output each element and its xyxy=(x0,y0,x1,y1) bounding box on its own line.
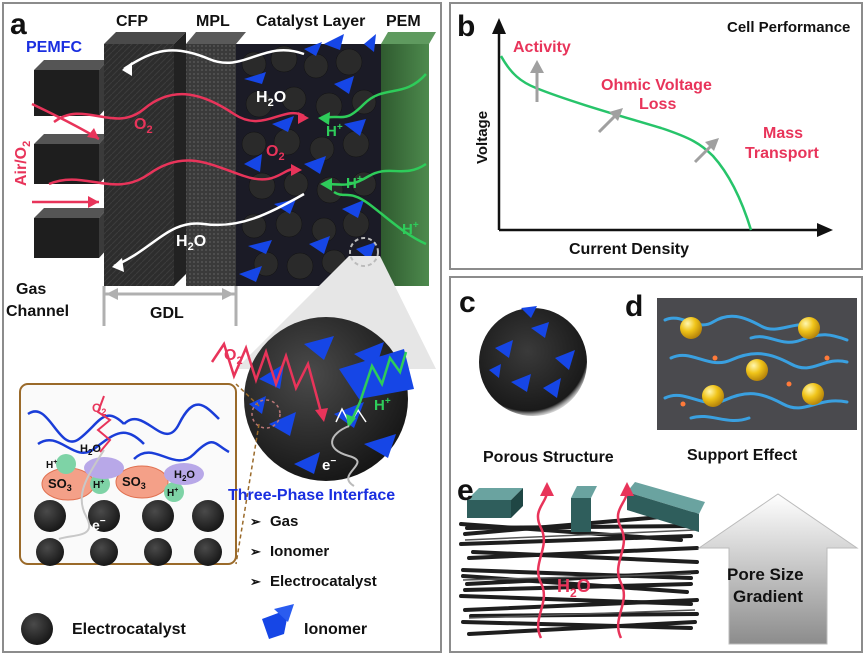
channel-ribs xyxy=(467,482,705,532)
panel-cde-figure: c Porous Structure d Support Effect xyxy=(457,286,859,645)
pem-label: PEM xyxy=(386,13,421,30)
panel-a-figure: a PEMFC CFP MPL Catalyst Layer PEM Air/O… xyxy=(6,8,436,645)
panel-b-title: Cell Performance xyxy=(727,19,850,36)
h-plus-label-3: H+ xyxy=(402,220,419,238)
catalyst-layer-label: Catalyst Layer xyxy=(256,13,365,30)
mpl-layer xyxy=(186,32,246,286)
panel-c-label: c xyxy=(459,286,476,319)
e-minus-label-inset: e− xyxy=(92,516,106,533)
ohmic-label-1: Ohmic Voltage xyxy=(601,77,712,94)
polarization-curve xyxy=(499,55,753,231)
h-plus-label-inset-1: H+ xyxy=(46,459,57,471)
panel-b: b Cell Performance Activity Ohmic Voltag… xyxy=(449,2,863,270)
so3-label-1: SO3 xyxy=(48,476,72,493)
o2-label-sphere: O2 xyxy=(224,347,243,367)
fiber-layer xyxy=(459,512,699,636)
three-phase-item-gas: Gas xyxy=(270,513,298,530)
panel-e-label: e xyxy=(457,474,474,507)
porous-structure-caption: Porous Structure xyxy=(483,449,614,466)
support-surface xyxy=(657,298,857,430)
support-effect-caption: Support Effect xyxy=(687,447,798,464)
three-phase-item-electrocatalyst: Electrocatalyst xyxy=(270,573,377,590)
panel-b-label: b xyxy=(457,10,475,43)
panel-d-label: d xyxy=(625,290,643,323)
so3-label-2: SO3 xyxy=(122,474,146,491)
h2o-label-2: H2O xyxy=(176,233,206,253)
x-axis-label: Current Density xyxy=(569,241,689,258)
three-phase-bullet-2: ➢ xyxy=(250,544,262,559)
cfp-label: CFP xyxy=(116,13,148,30)
pem-layer xyxy=(381,32,436,286)
h-plus-label-2: H+ xyxy=(346,174,363,192)
gas-channel-label-1: Gas xyxy=(16,281,46,298)
o2-label-2: O2 xyxy=(266,143,285,163)
three-phase-title: Three-Phase Interface xyxy=(228,487,395,504)
panel-a-label: a xyxy=(10,8,27,41)
svg-text:Air/O2: Air/O2 xyxy=(13,141,33,186)
gdl-bracket xyxy=(102,286,238,326)
y-axis-label: Voltage xyxy=(474,111,491,164)
pemfc-label: PEMFC xyxy=(26,39,82,56)
h2o-label-inset-2: H2O xyxy=(174,469,195,483)
pore-size-label-1: Pore Size xyxy=(727,565,804,584)
three-phase-bullet-3: ➢ xyxy=(250,574,262,589)
ohmic-label-2: Loss xyxy=(639,96,676,113)
e-minus-label-sphere: e− xyxy=(322,456,336,474)
h2o-label-1: H2O xyxy=(256,89,286,109)
gas-channel-label-2: Channel xyxy=(6,303,69,320)
pore-size-label-2: Gradient xyxy=(733,587,803,606)
air-o2-label: Air/O2 xyxy=(13,141,33,186)
h2o-label-e: H2O xyxy=(557,576,591,600)
h2o-flow-arrows xyxy=(536,487,629,639)
h-plus-label-inset-3: H+ xyxy=(167,487,178,499)
three-phase-bullet-1: ➢ xyxy=(250,514,262,529)
h2o-label-inset-1: H2O xyxy=(80,443,101,457)
mpl-label: MPL xyxy=(196,13,230,30)
o2-label-inset: O2 xyxy=(92,401,106,417)
o2-label-1: O2 xyxy=(134,116,153,136)
panel-b-figure: b Cell Performance Activity Ohmic Voltag… xyxy=(457,10,850,258)
h-plus-label-1: H+ xyxy=(326,122,343,140)
pore-size-gradient-arrow xyxy=(697,493,859,645)
panel-a: a PEMFC CFP MPL Catalyst Layer PEM Air/O… xyxy=(2,2,442,653)
h-plus-label-sphere: H+ xyxy=(374,396,391,414)
ionomer-legend-icon xyxy=(262,604,294,639)
three-phase-item-ionomer: Ionomer xyxy=(270,543,329,560)
gdl-label: GDL xyxy=(150,305,184,322)
h-plus-label-inset-2: H+ xyxy=(93,479,104,491)
gas-channel-ribs xyxy=(34,60,108,258)
interface-inset xyxy=(19,383,260,566)
legend-ionomer-label: Ionomer xyxy=(304,621,367,638)
legend-electrocatalyst-label: Electrocatalyst xyxy=(72,621,187,638)
catalyst-layer-block xyxy=(236,34,381,286)
porous-sphere xyxy=(479,306,587,416)
mass-label-2: Transport xyxy=(745,145,819,162)
panel-cde: c Porous Structure d Support Effect xyxy=(449,276,863,653)
mass-label-1: Mass xyxy=(763,125,803,142)
activity-label: Activity xyxy=(513,39,571,56)
electrocatalyst-legend-icon xyxy=(21,613,53,645)
